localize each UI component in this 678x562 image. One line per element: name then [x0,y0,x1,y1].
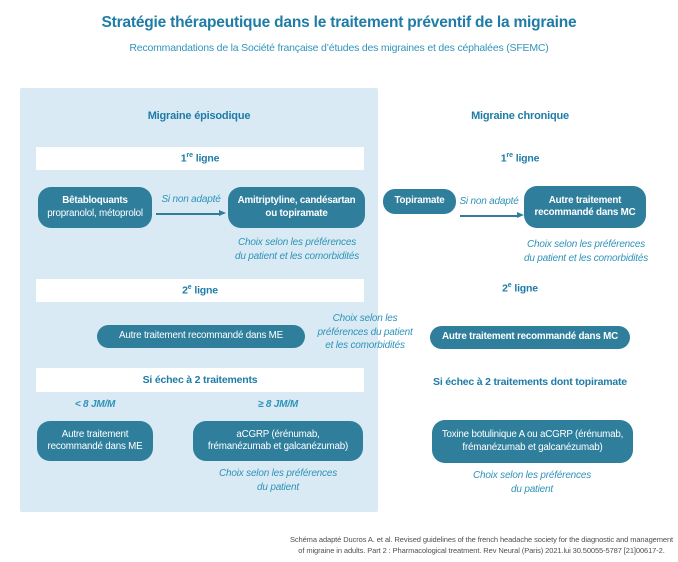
toxine-box: Toxine botulinique A ou aCGRP (érénumab,… [432,420,633,463]
middle-choice-note: Choix selon les préférences du patient e… [317,313,413,351]
jm-more-label: ≥ 8 JM/M [257,399,298,410]
acgrp-box: aCGRP (érénumab, frémanézumab et galcané… [193,421,363,461]
footer-line-2: of migraine in adults. Part 2 : Pharmaco… [298,545,665,555]
chronic-fail-header: Si échec à 2 traitements dont topiramate [433,376,627,388]
arrow-right-icon [460,212,524,218]
topiramate-box: Topiramate [383,189,456,214]
chronic-line2-label: 2e ligne [502,282,538,295]
episodic-choice-note-2: Choix selon les préférences du patient [219,468,337,493]
episodic-arrow-label: Si non adapté [161,194,221,205]
episodic-header: Migraine épisodique [147,110,251,122]
chronic-second-line-pill: Autre traitement recommandé dans MC [430,326,630,349]
betablockers-sub: propranolol, métoprolol [47,207,143,219]
footer-line-1: Schéma adapté Ducros A. et al. Revised g… [289,535,673,544]
episodic-line2-bar: 2e ligne [36,279,364,302]
amitriptyline-line1: Amitriptyline, candésartan [237,195,356,206]
amitriptyline-line2: ou topiramate [265,207,328,219]
line2-label: 2e ligne [182,284,218,297]
episodic-choice-note-1: Choix selon les préférences du patient e… [234,237,360,262]
episodic-line1-bar: 1re ligne [36,147,364,170]
chronic-choice-note-1: Choix selon les préférences du patient e… [523,239,649,264]
arrow-right-icon [156,210,226,216]
episodic-other-treatment-box: Autre traitement recommandé dans ME [37,421,153,461]
chronic-other-treatment-box: Autre traitement recommandé dans MC [524,186,646,228]
footer-citation: Schéma adapté Ducros A. et al. Revised g… [290,535,673,556]
page-subtitle: Recommandations de la Société française … [129,42,549,54]
amitriptyline-box: Amitriptyline, candésartan ou topiramate [228,187,365,228]
chronic-choice-note-2: Choix selon les préférences du patient [473,470,591,495]
episodic-fail-bar: Si échec à 2 traitements [36,368,364,392]
page-title: Stratégie thérapeutique dans le traiteme… [101,14,577,31]
chronic-header: Migraine chronique [471,110,569,122]
betablockers-box: Bêtabloquants propranolol, métoprolol [38,187,152,228]
episodic-second-line-pill: Autre traitement recommandé dans ME [97,325,305,348]
chronic-line1-label: 1re ligne [500,152,540,165]
line1-label: 1re ligne [180,152,220,165]
jm-less-label: < 8 JM/M [74,399,116,410]
chronic-arrow-label: Si non adapté [459,196,519,207]
betablockers-title: Bêtabloquants [62,195,128,206]
